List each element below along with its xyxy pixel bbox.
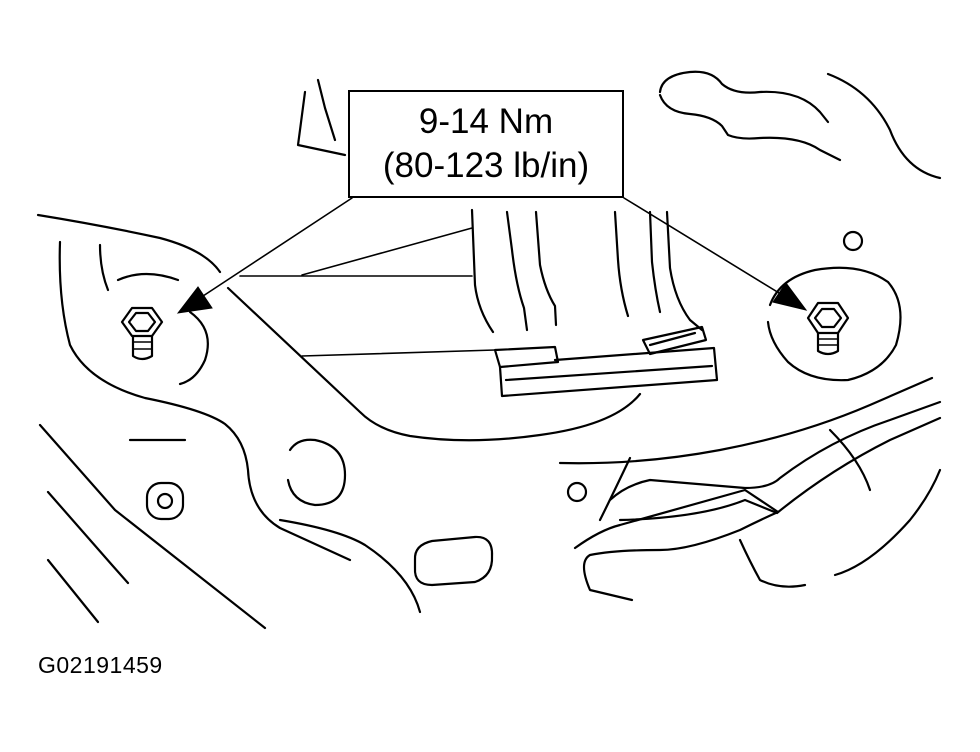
grommet-hole	[156, 492, 174, 510]
figure-id: G02191459	[38, 652, 163, 678]
arrow-icon	[176, 197, 353, 314]
torque-lbin-label: (80-123 lb/in)	[382, 146, 590, 185]
body-panel-outline	[36, 70, 942, 630]
grommet	[145, 481, 185, 521]
torque-callout: 9-14 Nm (80-123 lb/in)	[348, 90, 624, 198]
hole	[842, 230, 864, 252]
bolt-icon	[806, 301, 850, 356]
hole	[566, 481, 588, 503]
arrow-icon	[623, 197, 808, 311]
torque-nm-label: 9-14 Nm	[418, 102, 554, 141]
bolt-icon	[120, 306, 164, 361]
